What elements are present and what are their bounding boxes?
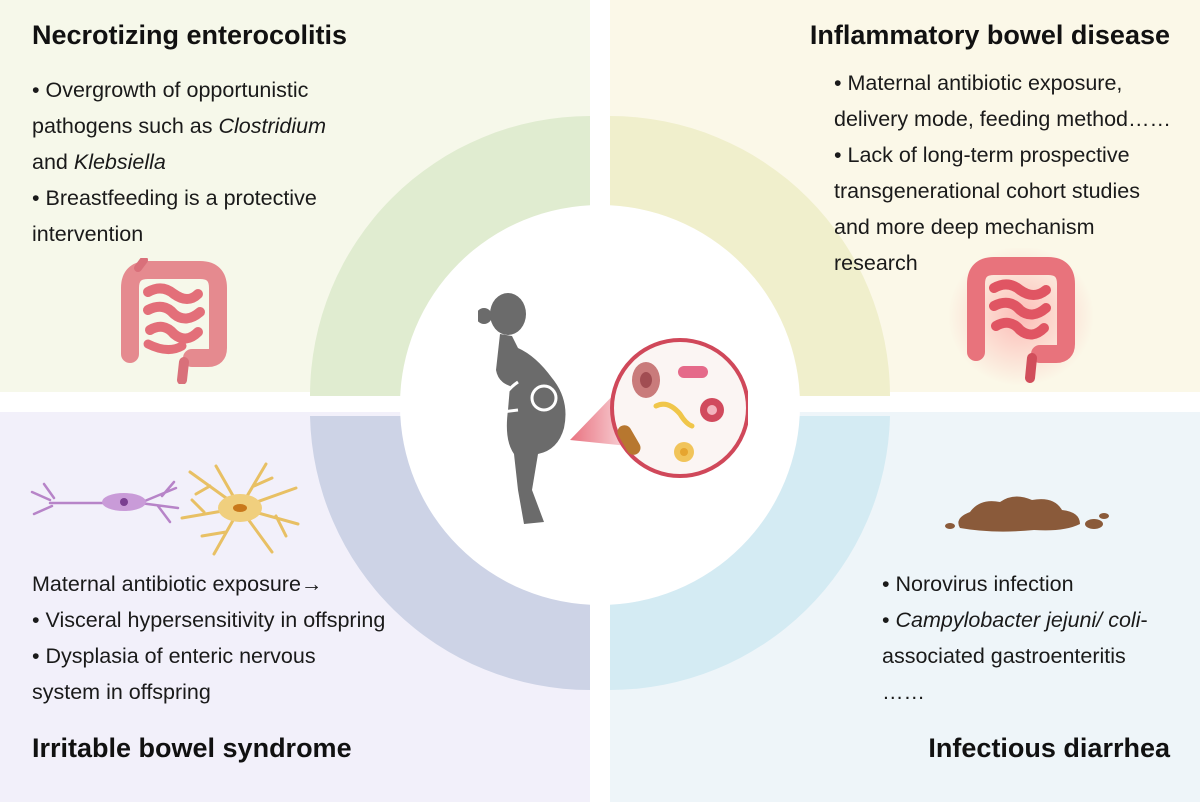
ibs-line-1: Maternal antibiotic exposure→	[32, 572, 323, 596]
ibd-line-6: research	[834, 251, 918, 275]
text-inflammatory-bowel-disease: • Maternal antibiotic exposure, delivery…	[834, 65, 1171, 281]
ibs-line-2: • Visceral hypersensitivity in offspring	[32, 608, 386, 632]
text-necrotizing-enterocolitis: • Overgrowth of opportunistic pathogens …	[32, 72, 326, 252]
nec-line-3: and Klebsiella	[32, 150, 166, 174]
text-irritable-bowel-syndrome: Maternal antibiotic exposure→ • Visceral…	[32, 566, 385, 710]
diarrhea-line-4: ……	[882, 680, 925, 704]
nec-line-1: • Overgrowth of opportunistic	[32, 78, 309, 102]
nec-line-2: pathogens such as Clostridium	[32, 114, 326, 138]
ibd-line-3: • Lack of long-term prospective	[834, 143, 1130, 167]
nec-line-4: • Breastfeeding is a protective	[32, 186, 317, 210]
ibd-line-4: transgenerational cohort studies	[834, 179, 1140, 203]
diarrhea-line-3: associated gastroenteritis	[882, 644, 1126, 668]
ibd-line-1: • Maternal antibiotic exposure,	[834, 71, 1123, 95]
ring-segment-top-left	[310, 116, 590, 396]
pregnant-woman-icon	[478, 293, 566, 524]
intestine-icon	[121, 258, 227, 384]
feces-icon	[945, 496, 1109, 532]
diarrhea-line-1: • Norovirus infection	[882, 572, 1074, 596]
enteric-glia-icon	[180, 462, 300, 556]
title-infectious-diarrhea: Infectious diarrhea	[928, 733, 1170, 763]
text-infectious-diarrhea: • Norovirus infection • Campylobacter je…	[882, 566, 1148, 710]
neuron-icon	[30, 480, 180, 524]
ibs-line-4: system in offspring	[32, 680, 211, 704]
ibs-line-3: • Dysplasia of enteric nervous	[32, 644, 316, 668]
title-necrotizing-enterocolitis: Necrotizing enterocolitis	[32, 20, 348, 50]
ring-segment-bottom-left	[310, 416, 590, 690]
nec-line-5: intervention	[32, 222, 144, 246]
diarrhea-line-2: • Campylobacter jejuni/ coli-	[882, 608, 1148, 632]
ibd-line-2: delivery mode, feeding method……	[834, 107, 1172, 131]
ring-segment-bottom-right	[610, 416, 890, 690]
microbiota-icon	[570, 338, 748, 478]
ibd-line-5: and more deep mechanism	[834, 215, 1095, 239]
title-irritable-bowel-syndrome: Irritable bowel syndrome	[32, 733, 352, 763]
inflamed-intestine-icon	[948, 248, 1094, 386]
ring-segment-top-right	[610, 116, 890, 396]
title-inflammatory-bowel-disease: Inflammatory bowel disease	[809, 20, 1170, 50]
